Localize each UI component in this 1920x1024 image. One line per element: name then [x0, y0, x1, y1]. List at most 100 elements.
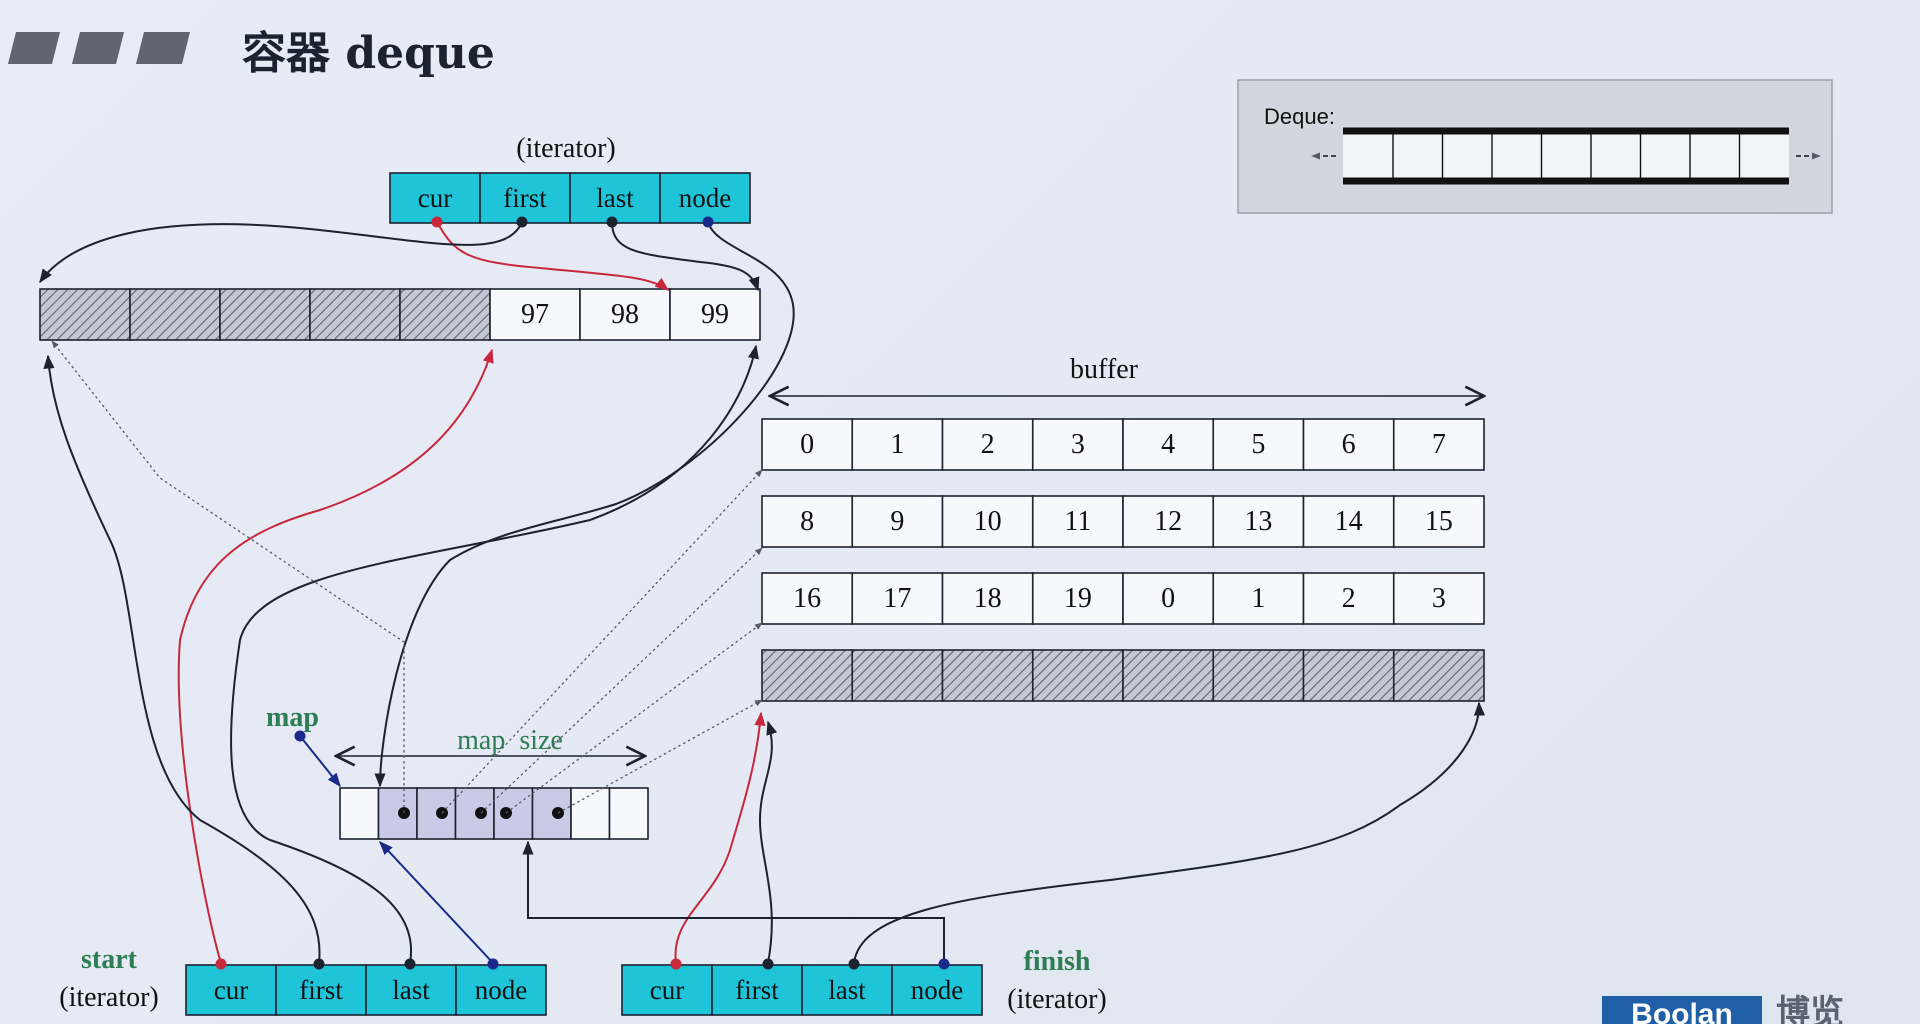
buffer-cell-empty	[1122, 649, 1215, 702]
top-iterator-label: (iterator)	[516, 133, 616, 164]
buffer-cell	[761, 572, 854, 625]
finish-field-label: node	[911, 975, 964, 1005]
top-buffer-value: 97	[521, 299, 549, 330]
buffer-cell-value: 2	[981, 429, 995, 460]
buffer-cell-empty	[1212, 649, 1305, 702]
logo-cn: 博览	[1776, 993, 1844, 1024]
map-group: map map size	[266, 702, 649, 840]
buffer-cell	[1031, 572, 1124, 625]
buffer-cell-value: 18	[974, 583, 1002, 614]
start-field-cur	[185, 964, 277, 1016]
start-cur-dot	[215, 958, 227, 970]
map-slot	[570, 787, 611, 840]
start-label: start	[81, 944, 138, 975]
buffer-cell-empty	[1392, 649, 1485, 702]
buffer-cell-value: 0	[800, 429, 814, 460]
top-last-dot	[606, 216, 618, 228]
top-iterator-field-label: cur	[418, 183, 452, 213]
top-buffer: 97 98 99	[39, 288, 761, 341]
top-first-to-buffer-start	[39, 221, 523, 284]
top-iterator-field-label: last	[596, 183, 634, 213]
buffer-label: buffer	[1070, 354, 1139, 385]
buffer-cell	[1302, 572, 1395, 625]
top-buffer-cell	[489, 288, 581, 341]
buffer-cell	[1212, 418, 1305, 471]
top-buffer-cell	[579, 288, 671, 341]
buffer-cell	[1212, 495, 1305, 548]
top-iterator-field-last	[569, 172, 661, 224]
buffer-cell	[1392, 572, 1485, 625]
buffer-cell-value: 11	[1064, 506, 1091, 537]
buffer-cell-value: 14	[1335, 506, 1363, 537]
buffer-cell-value: 10	[974, 506, 1002, 537]
start-field-label: node	[475, 975, 528, 1005]
finish-node-dot	[938, 958, 950, 970]
map-slot-used	[531, 787, 572, 840]
start-field-label: last	[392, 975, 430, 1005]
map-pointer-arrow	[299, 735, 341, 788]
finish-cur-dot	[670, 958, 682, 970]
buffer-cell-value: 9	[890, 506, 904, 537]
finish-field-label: first	[735, 975, 779, 1005]
map-slot-used	[416, 787, 457, 840]
start-sublabel: (iterator)	[59, 982, 159, 1013]
top-last-to-buffer-end	[611, 221, 760, 292]
map-slot-used	[454, 787, 495, 840]
map-slot	[608, 787, 649, 840]
finish-field-label: last	[828, 975, 866, 1005]
finish-field-first	[711, 964, 803, 1016]
finish-field-node	[891, 964, 983, 1016]
map-slot-1-to-top-buffer	[51, 340, 405, 813]
buffer-cell-value: 15	[1425, 506, 1453, 537]
top-buffer-cell-empty	[219, 288, 311, 341]
start-field-label: first	[299, 975, 343, 1005]
buffer-cell	[761, 418, 854, 471]
inset-dividers	[1392, 134, 1741, 178]
buffer-cell-value: 8	[800, 506, 814, 537]
map-slot	[339, 787, 380, 840]
buffer-cell	[851, 495, 944, 548]
map-label: map	[266, 702, 319, 733]
boolan-logo: Boolan 博览	[1602, 993, 1844, 1024]
connectors	[39, 221, 1486, 964]
logo-text: Boolan	[1631, 998, 1733, 1024]
buffer-cell	[1302, 418, 1395, 471]
page-title: 容器 deque	[242, 28, 495, 79]
start-last-dot	[404, 958, 416, 970]
buffer-cell-empty	[1302, 649, 1395, 702]
buffer-cell-value: 3	[1432, 583, 1446, 614]
top-cur-dot	[431, 216, 443, 228]
title-bar: 容器 deque	[8, 28, 495, 79]
finish-last-dot	[848, 958, 860, 970]
map-slot-used	[377, 787, 418, 840]
start-node-to-map	[379, 840, 494, 964]
inset-strip	[1343, 131, 1789, 181]
top-buffer-value: 99	[701, 299, 729, 330]
top-buffer-cell-empty	[309, 288, 401, 341]
map-slot-used	[493, 787, 534, 840]
buffer-cell	[1031, 495, 1124, 548]
buffer-cell	[941, 418, 1034, 471]
buffer-cell-value: 19	[1064, 583, 1092, 614]
buffer-cell-empty	[941, 649, 1034, 702]
top-buffer-cell-empty	[39, 288, 131, 341]
top-first-dot	[516, 216, 528, 228]
finish-first-dot	[762, 958, 774, 970]
logo-badge	[1602, 996, 1762, 1024]
buffer-cell-value: 1	[890, 429, 904, 460]
top-iterator-field-cur	[389, 172, 481, 224]
top-node-to-map	[374, 221, 795, 788]
buffer-cell-value: 6	[1342, 429, 1356, 460]
top-buffer-cell-empty	[399, 288, 491, 341]
buffer-cell	[851, 418, 944, 471]
connector-dots	[215, 216, 950, 970]
buffer-cell-value: 16	[793, 583, 821, 614]
buffer-cell-empty	[851, 649, 944, 702]
finish-node-to-map	[522, 840, 945, 963]
top-buffer-value: 98	[611, 299, 639, 330]
buffer-cell	[1392, 418, 1485, 471]
title-bar-block-3	[136, 32, 190, 64]
top-iterator-field-label: node	[679, 183, 732, 213]
map-slot-4-to-row-3	[505, 622, 763, 814]
